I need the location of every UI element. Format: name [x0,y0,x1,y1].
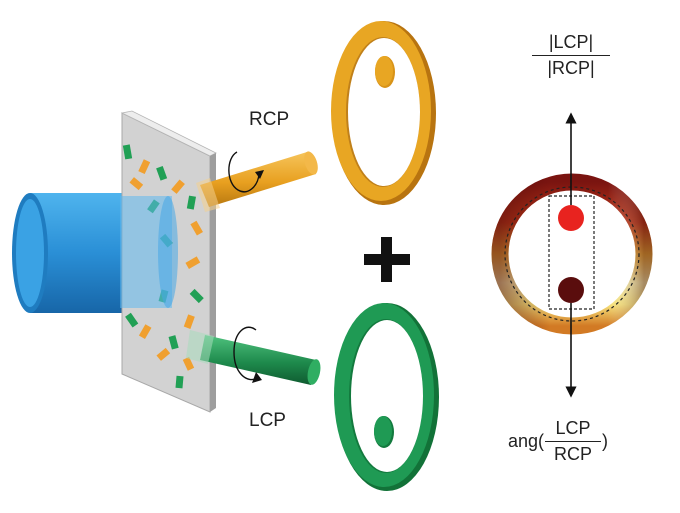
spot-bottom [558,277,584,303]
result-ring [491,112,653,398]
antenna [156,347,171,361]
fraction-bar [532,54,610,57]
phase-denominator: RCP [554,444,593,465]
rcp-rotation-icon [228,151,260,193]
rcp-beam-root [196,178,220,212]
antenna [125,312,139,328]
lcp-beam-body [200,335,316,385]
plus-vertical [381,237,392,282]
lcp-beam-root [186,330,214,364]
antenna [122,144,133,160]
antenna [138,159,151,175]
phase-prefix: ang( [508,430,545,451]
antenna [185,256,201,269]
antenna [182,356,195,371]
phase-fraction: LCP RCP [545,418,602,465]
rcp-rotation-arrow [255,170,264,179]
lcp-rotation-arrow [252,372,262,383]
antenna [186,195,196,210]
plus-sign [364,237,410,282]
antenna [190,220,203,236]
spot-top [558,205,584,231]
result-ring-shade [491,173,653,335]
antenna [175,375,184,389]
phase-suffix: ) [602,430,609,451]
metasurface [120,110,217,413]
antenna [183,314,195,329]
antenna [138,324,152,340]
phase-numerator: LCP [555,418,591,438]
rcp-beam-end [304,151,318,175]
amplitude-ratio-label: |LCP| |RCP| [532,32,610,79]
antenna [171,179,185,194]
antenna [129,177,144,191]
lcp-beam-end [307,359,321,385]
rcp-label: RCP [249,109,290,130]
rcp-beam [196,151,318,212]
antenna [189,288,204,304]
rcp-ring-hole [348,38,420,186]
rcp-spot-face [375,56,393,86]
lcp-rotation-icon [233,326,259,381]
lcp-ring-hole [351,320,423,472]
amplitude-ratio-numerator: |LCP| [548,32,594,52]
lcp-ring [334,303,439,491]
rcp-ring [331,21,436,205]
lcp-beam [186,326,321,385]
amplitude-ratio-denominator: |RCP| [547,58,595,79]
antenna [156,165,168,181]
fraction-bar [545,440,602,443]
antenna [168,335,179,350]
lcp-label: LCP [249,410,286,431]
result-ring-dashed-circle [504,186,640,322]
phase-difference-label: ang( LCP RCP ) [508,418,608,465]
source-beam-face [158,196,178,308]
lcp-spot-face [374,416,392,446]
source-beam-end-highlight [16,199,44,307]
